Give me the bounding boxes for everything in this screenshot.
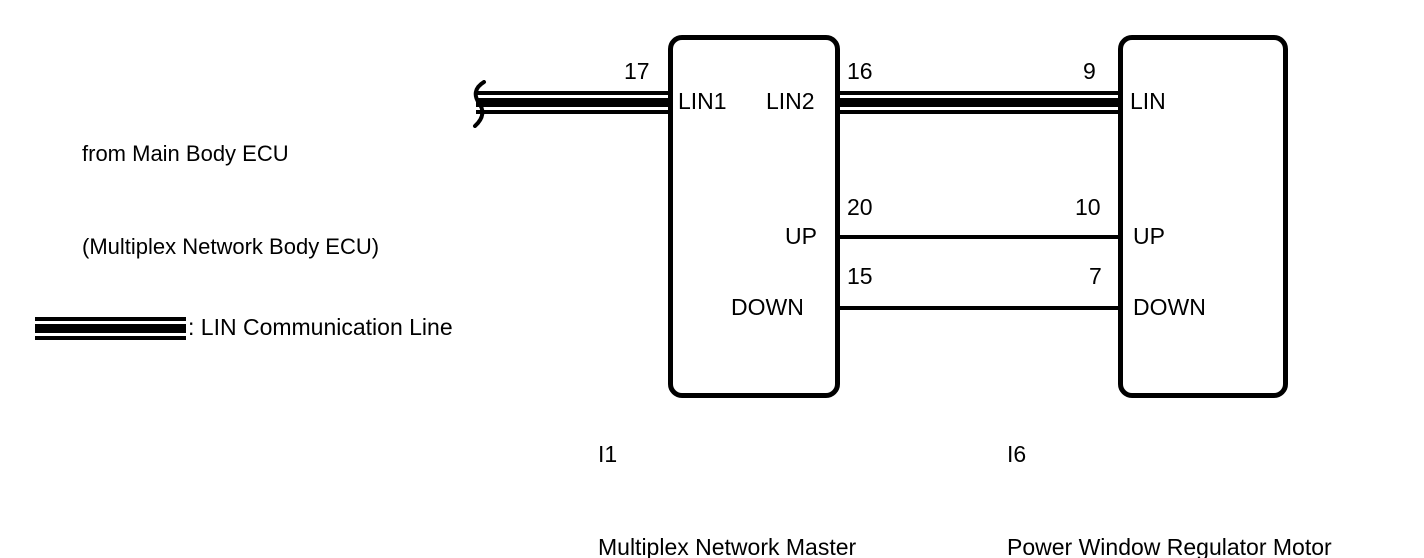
pin-number-i1-up: 20 [847, 194, 873, 220]
terminal-label-i6-up: UP [1133, 223, 1165, 249]
wire-up-signal [836, 235, 1124, 239]
lin-bus-bar-middle [476, 98, 676, 107]
lin-bus-bar-bottom [833, 110, 1125, 114]
wire-down-signal [836, 306, 1124, 310]
component-id-i6: I6 [1007, 441, 1027, 467]
connector-box-i6 [1118, 35, 1288, 398]
lin-bus-bar-middle [833, 98, 1125, 107]
terminal-label-i1-lin2: LIN2 [766, 88, 815, 114]
lin-bus-from-main-body-ecu [476, 91, 676, 115]
lin-bus-bar-top [476, 91, 676, 95]
pin-number-i1-lin1: 17 [624, 58, 650, 84]
terminal-label-i6-lin: LIN [1130, 88, 1166, 114]
component-caption-i6: I6 Power Window Regulator Motor Assembly… [1007, 377, 1332, 558]
legend-bar-middle [35, 324, 186, 333]
pin-number-i6-down: 7 [1089, 263, 1102, 289]
component-name-i1-line1: Multiplex Network Master [598, 534, 857, 558]
source-note-line2: (Multiplex Network Body ECU) [82, 234, 380, 259]
pin-number-i6-up: 10 [1075, 194, 1101, 220]
lin-communication-line-symbol [35, 317, 186, 341]
connector-box-i1 [668, 35, 840, 398]
component-name-i6-line1: Power Window Regulator Motor [1007, 534, 1332, 558]
pin-number-i6-lin: 9 [1083, 58, 1096, 84]
lin-bus-bar-bottom [476, 110, 676, 114]
component-id-i1: I1 [598, 441, 618, 467]
pin-number-i1-down: 15 [847, 263, 873, 289]
lin-bus-bar-top [833, 91, 1125, 95]
component-caption-i1: I1 Multiplex Network Master Switch Assem… [598, 377, 856, 558]
terminal-label-i1-up: UP [785, 223, 817, 249]
legend-label: : LIN Communication Line [188, 314, 453, 340]
lin-bus-master-switch-to-motor [833, 91, 1125, 115]
pin-number-i1-lin2: 16 [847, 58, 873, 84]
legend-bar-bottom [35, 336, 186, 340]
source-note-line1: from Main Body ECU [82, 141, 289, 166]
terminal-label-i6-down: DOWN [1133, 294, 1206, 320]
terminal-label-i1-lin1: LIN1 [678, 88, 727, 114]
source-note: from Main Body ECU (Multiplex Network Bo… [82, 76, 379, 324]
legend-bar-top [35, 317, 186, 321]
terminal-label-i1-down: DOWN [731, 294, 804, 320]
